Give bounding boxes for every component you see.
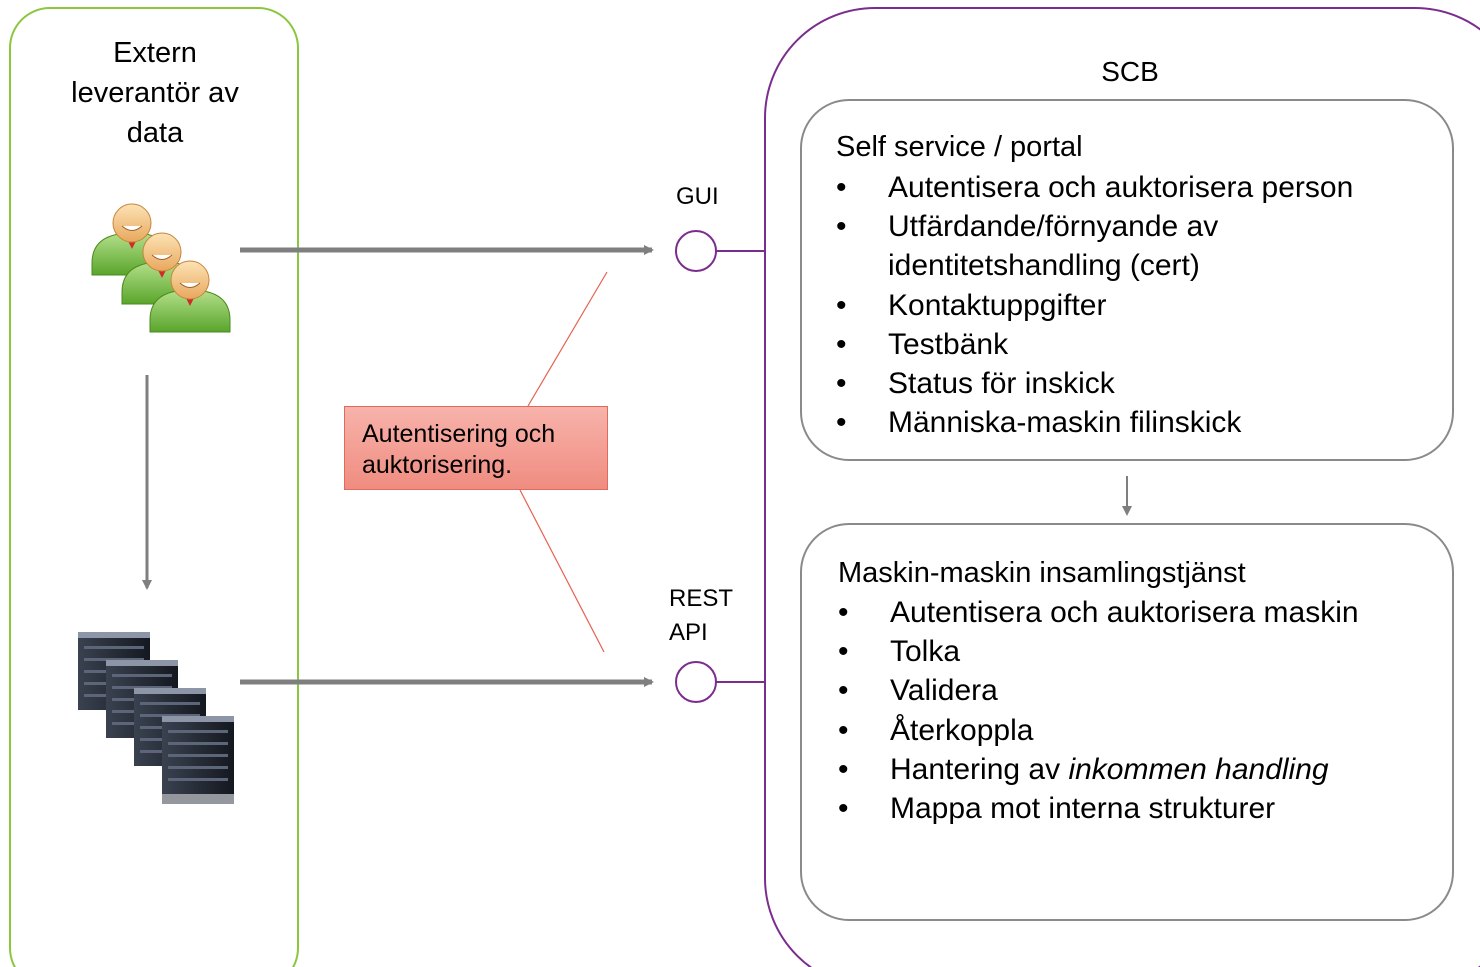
rest-interface-circle: [675, 661, 717, 703]
gui-interface-circle: [675, 230, 717, 272]
callout-line-gui: [527, 271, 608, 407]
list-item: Kontaktuppgifter: [836, 286, 1353, 325]
machine-service-title: Maskin-maskin insamlingstjänst: [838, 557, 1246, 589]
list-item: Testbänk: [836, 325, 1353, 364]
external-supplier-panel: [9, 7, 299, 967]
scb-title: SCB: [1101, 56, 1159, 87]
users-group-icon: [91, 203, 231, 333]
auth-callout-text: Autentisering och auktorisering.: [362, 420, 556, 479]
list-item: Autentisera och auktorisera maskin: [838, 593, 1359, 632]
list-item: Hantering av inkommen handling: [838, 750, 1359, 789]
list-item: Tolka: [838, 632, 1359, 671]
gui-label: GUI: [676, 183, 719, 210]
rest-api-label: REST API: [669, 585, 733, 646]
list-item: Utfärdande/förnyande av: [836, 207, 1353, 246]
auth-callout: Autentisering och auktorisering.: [344, 406, 608, 490]
list-item: Mappa mot interna strukturer: [838, 789, 1359, 828]
self-service-list: Autentisera och auktorisera person Utfär…: [836, 168, 1353, 443]
list-item: Människa-maskin filinskick: [836, 403, 1353, 442]
list-item-continuation: identitetshandling (cert): [888, 249, 1200, 283]
machine-service-list: Autentisera och auktorisera maskin Tolka…: [838, 593, 1359, 828]
self-service-title: Self service / portal: [836, 131, 1083, 163]
self-service-box: [800, 99, 1454, 461]
machine-service-box: [800, 523, 1454, 921]
list-item: Återkoppla: [838, 711, 1359, 750]
list-item: Autentisera och auktorisera person: [836, 168, 1353, 207]
server-stack-icon: [78, 632, 234, 804]
list-item: Status för inskick: [836, 364, 1353, 403]
scb-panel: [764, 7, 1480, 967]
list-item: Validera: [838, 671, 1359, 710]
list-item-emphasis: inkommen handling: [1068, 752, 1329, 786]
external-supplier-title: Extern leverantör av data: [71, 37, 239, 149]
callout-line-rest: [519, 489, 605, 653]
